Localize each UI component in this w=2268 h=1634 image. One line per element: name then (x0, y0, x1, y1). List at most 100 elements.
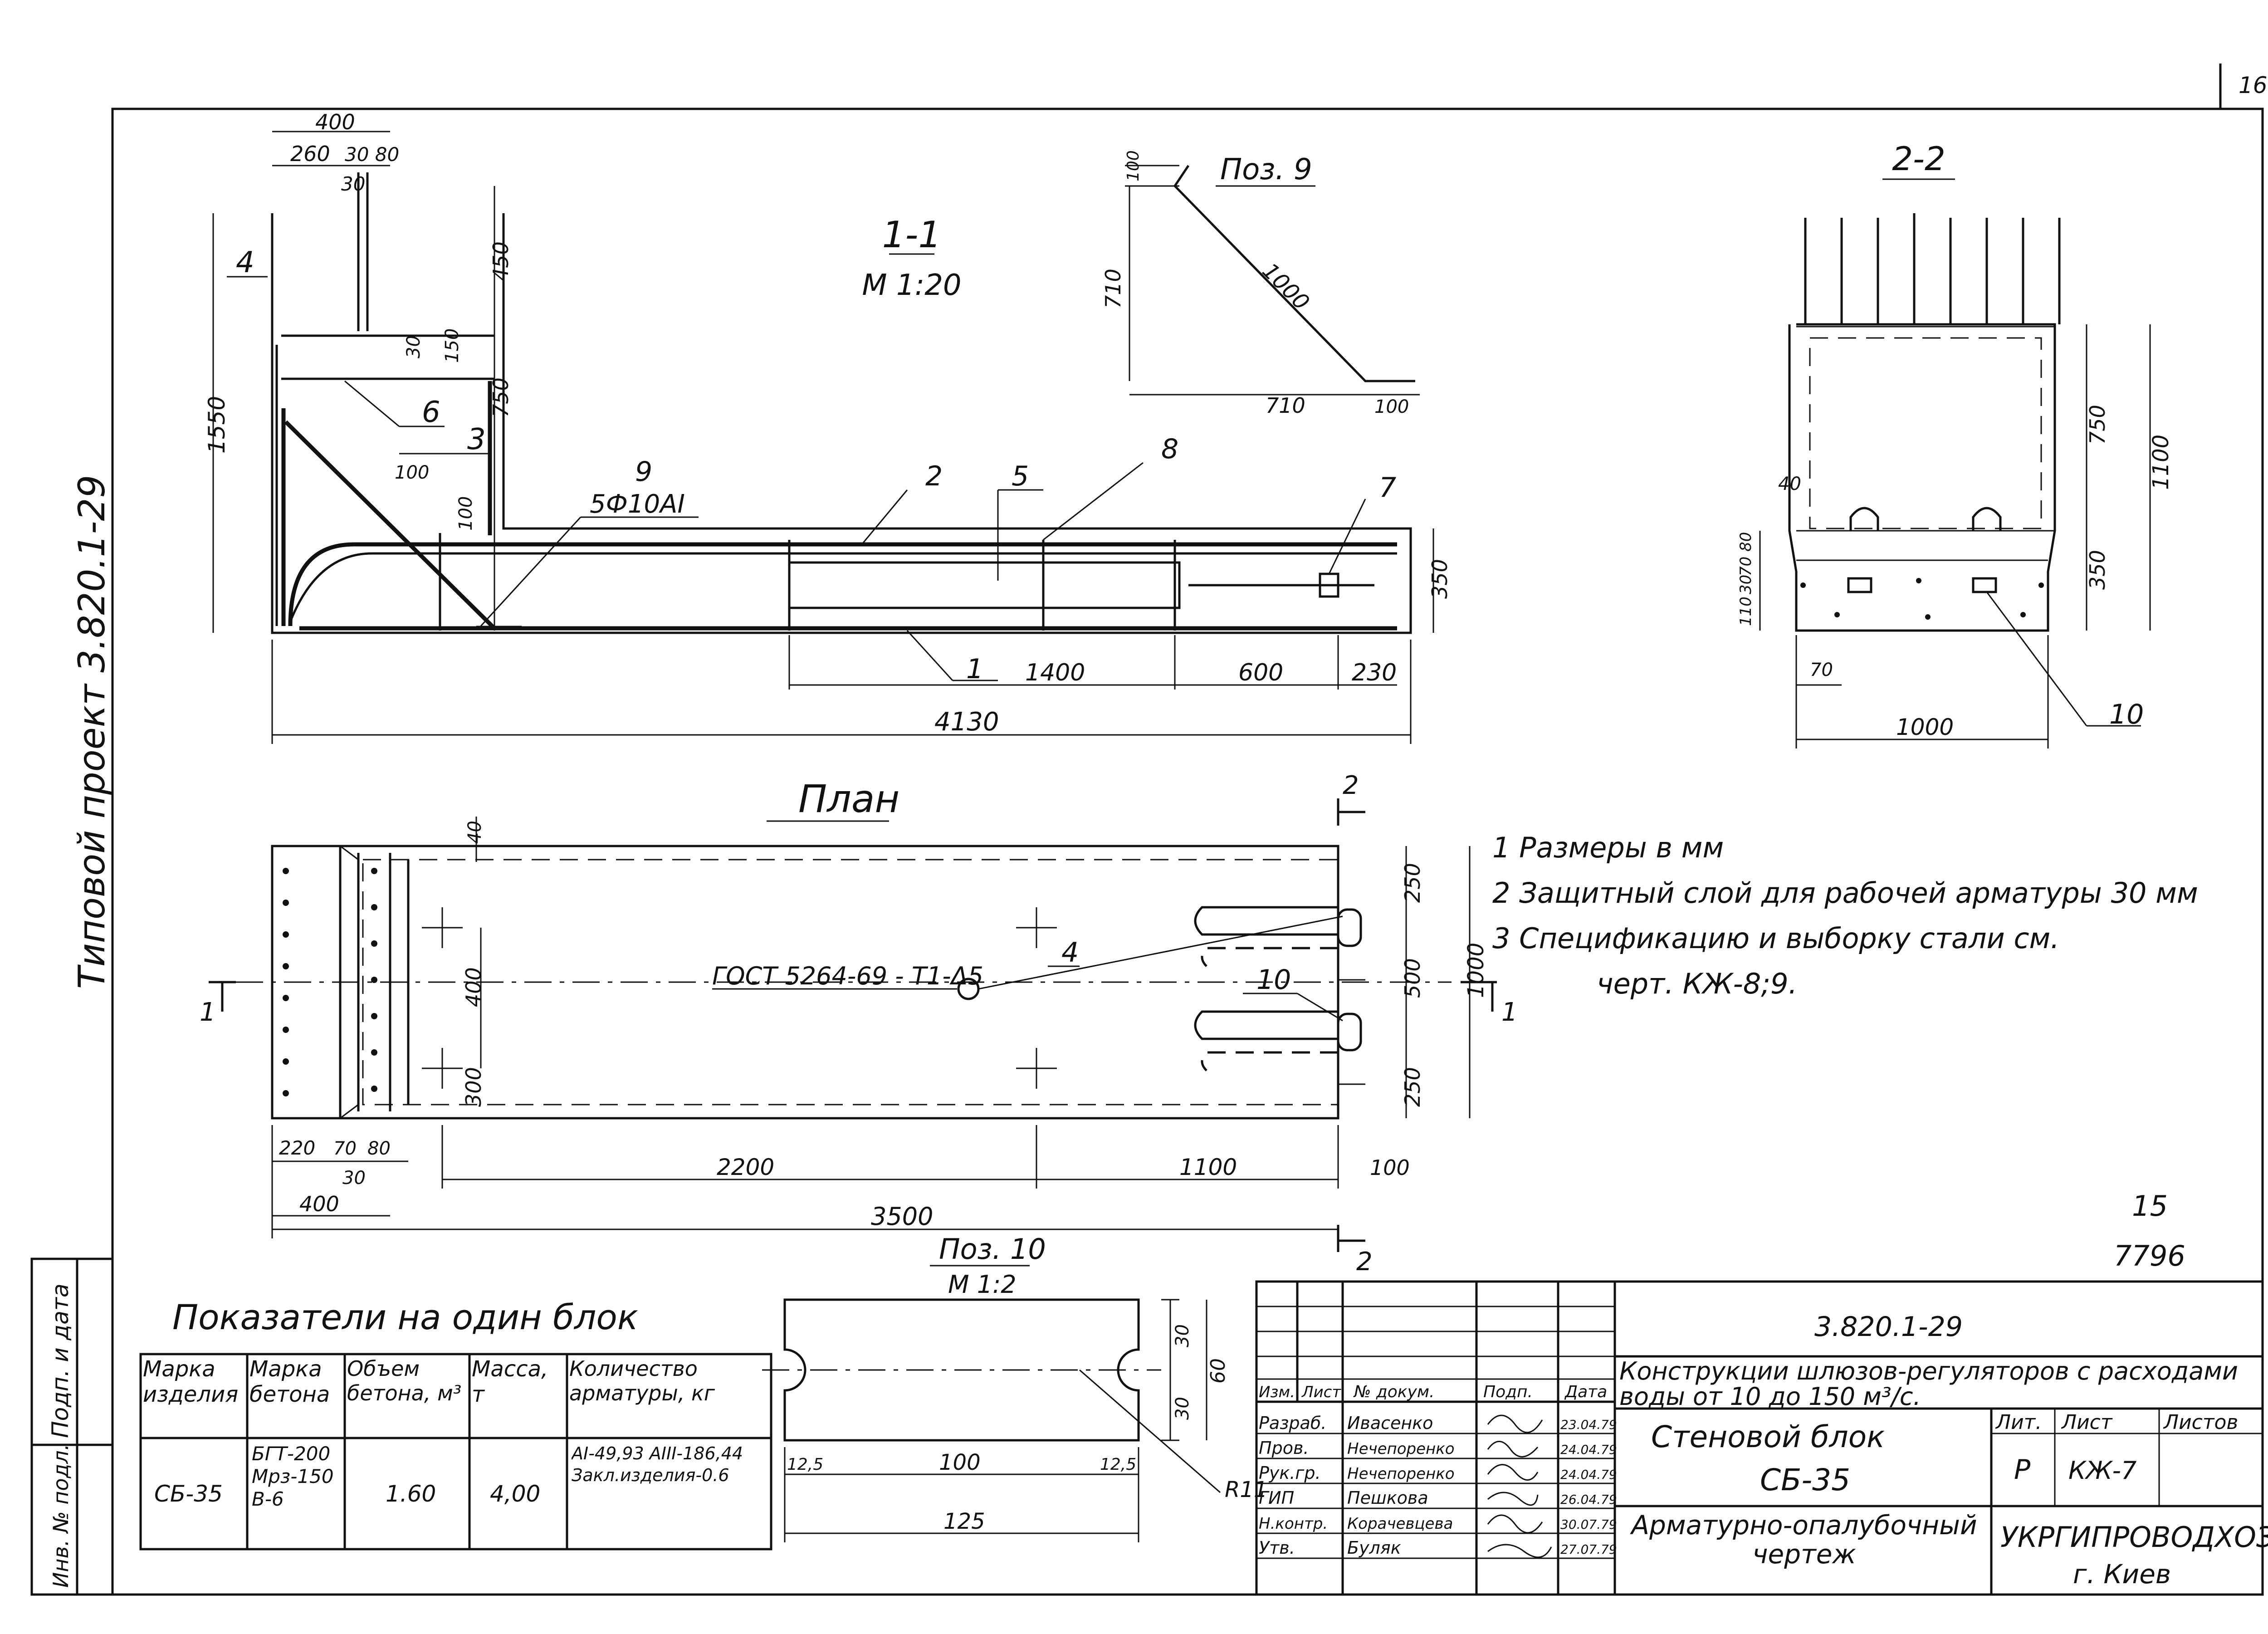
lit-value: Р (2014, 1454, 2031, 1486)
element-code: СБ-35 (1760, 1463, 1850, 1497)
col-header-concrete: Марка бетона (249, 1356, 330, 1407)
drawing-label: 250 (1400, 863, 1425, 903)
title-block-code: 3.820.1-29 (1814, 1311, 1963, 1343)
name-approved: Буляк (1347, 1538, 1401, 1558)
drawing-label: 5Ф10АI (590, 489, 685, 519)
drawing-label: 5 (1012, 460, 1029, 492)
note-1: 1 Размеры в мм (1492, 831, 1724, 864)
col-header-mass: Масса, т (472, 1356, 548, 1407)
drawing-label: 450 (489, 241, 513, 281)
drawing-label: 30 (342, 1168, 366, 1189)
drawing-label: 110 (1737, 597, 1755, 626)
drawing-label: 1 (1501, 998, 1518, 1027)
name-group-lead: Нечепоренко (1347, 1465, 1455, 1483)
drawing-label: 100 (1370, 1155, 1410, 1180)
section-2-2: 2-2 40 750 1100 350 70 80 (1737, 140, 2174, 749)
name-checker: Нечепоренко (1347, 1440, 1455, 1458)
element-name: Стеновой блок (1651, 1419, 1885, 1454)
role-checker: Пров. (1259, 1438, 1309, 1458)
left-stamp-strip: Подп. и дата Инв. № подл. (30, 1257, 114, 1596)
drawing-label: 8 (1161, 433, 1178, 465)
drawing-label: 2 (925, 460, 943, 492)
name-developer: Ивасенко (1347, 1413, 1433, 1433)
sheet-label: Лист (2061, 1411, 2113, 1434)
title-block: Изм. Лист № докум. Подп. Дата Разраб. Ив… (1255, 1280, 2268, 1596)
drawing-label: 12,5 (787, 1455, 823, 1474)
role-approved: Утв. (1259, 1538, 1295, 1558)
drawing-label: 750 (2085, 405, 2110, 445)
drawing-label: 230 (1352, 659, 1397, 686)
drawing-label: 2 (1343, 771, 1359, 800)
organization: УКРГИПРОВОДХОЗ (2000, 1521, 2268, 1554)
drawing-label: 1100 (2148, 435, 2174, 490)
drawing-label: 6 (422, 396, 440, 429)
date-group-lead: 24.04.79 (1560, 1467, 1617, 1482)
drawing-label: Дата (1564, 1383, 1607, 1401)
drawing-label: Лист (1301, 1383, 1341, 1401)
drawing-label: Изм. (1259, 1383, 1295, 1401)
date-approved: 27.07.79 (1560, 1542, 1617, 1557)
project-title: Конструкции шлюзов-регуляторов с расхода… (1619, 1359, 2239, 1411)
drawing-label: 30 (403, 335, 424, 358)
cell-concrete: БГТ-200 Мрз-150 В-6 (252, 1443, 334, 1510)
mark-7796: 7796 (2114, 1239, 2185, 1272)
drawing-label: 1000 (1463, 943, 1489, 998)
section-2-2-title: 2-2 (1892, 140, 1945, 178)
drawing-label: 30 80 (345, 143, 399, 166)
poz9-title: Поз. 9 (1220, 153, 1312, 186)
name-gip: Пешкова (1347, 1488, 1428, 1508)
drawing-label: 9 (635, 456, 652, 488)
drawing-label: 4 (1061, 937, 1079, 969)
plan-title: План (798, 777, 899, 821)
col-header-rebar: Количество арматуры, кг (569, 1356, 715, 1405)
drawing-label: 10 (2109, 699, 2144, 730)
drawing-label: 2 (1356, 1247, 1373, 1277)
role-gip: ГИП (1259, 1488, 1294, 1508)
drawing-label: 100 (939, 1450, 981, 1475)
inv-number-label: Инв. № подл. (49, 1444, 73, 1588)
notes: 1 Размеры в мм 2 Защитный слой для рабоч… (1492, 831, 2198, 1000)
drawing-label: 400 (315, 110, 355, 134)
drawing-label: 1000 (1896, 714, 1954, 740)
drawing-label: 40 (1778, 474, 1801, 494)
name-norm-control: Корачевцева (1347, 1515, 1453, 1533)
role-norm-control: Н.контр. (1259, 1515, 1328, 1533)
role-developer: Разраб. (1259, 1413, 1326, 1433)
cell-volume: 1.60 (386, 1481, 436, 1507)
note-2: 2 Защитный слой для рабочей арматуры 30 … (1492, 876, 2198, 910)
drawing-label: 80 (367, 1138, 391, 1159)
drawing-label: 260 (290, 142, 330, 166)
cell-mark: СБ-35 (154, 1481, 223, 1507)
drawing-label: 1 (200, 998, 216, 1027)
drawing-label: 70 (333, 1138, 357, 1159)
plan-gost-callout: ГОСТ 5264-69 - Т1-Δ5 (712, 962, 983, 990)
drawing-label: 350 (2085, 550, 2110, 590)
col-header-volume: Объем бетона, м³ (347, 1356, 462, 1405)
date-developer: 23.04.79 (1560, 1417, 1617, 1432)
drawing-frame (111, 108, 2264, 1596)
drawing-label: 400 (461, 967, 486, 1007)
drawing-label: 30 (1172, 1397, 1193, 1420)
drawing-label: 1 (966, 653, 983, 685)
date-checker: 24.04.79 (1560, 1442, 1617, 1457)
drawing-label: 3 (467, 423, 486, 456)
section-1-1-scale: М 1:20 (862, 269, 961, 302)
plan-view: План (200, 771, 1518, 1277)
drawing-label: 600 (1238, 659, 1283, 686)
drawing-label: 500 (1400, 958, 1425, 998)
poz10-scale: М 1:2 (948, 1270, 1017, 1299)
drawing-label: 750 (489, 377, 513, 417)
sheet-value: КЖ-7 (2068, 1456, 2136, 1485)
drawing-label: 7 (1379, 472, 1396, 504)
cell-rebar: АI-49,93 АIII-186,44 Закл.изделия-0.6 (572, 1443, 743, 1485)
indicators-table: Показатели на один блок Марка изделия Ма… (139, 1297, 772, 1551)
poz10-title: Поз. 10 (939, 1233, 1046, 1266)
drawing-label: 300 (461, 1067, 486, 1107)
drawing-label: 400 (299, 1192, 339, 1216)
drawing-label: 100 (1124, 150, 1143, 181)
drawing-label: 70 80 (1737, 532, 1755, 576)
signature-marks (1487, 1414, 1552, 1558)
note-3: 3 Спецификацию и выборку стали см. (1492, 922, 2059, 955)
drawing-label: 3500 (871, 1202, 933, 1231)
role-group-lead: Рук.гр. (1259, 1463, 1321, 1483)
